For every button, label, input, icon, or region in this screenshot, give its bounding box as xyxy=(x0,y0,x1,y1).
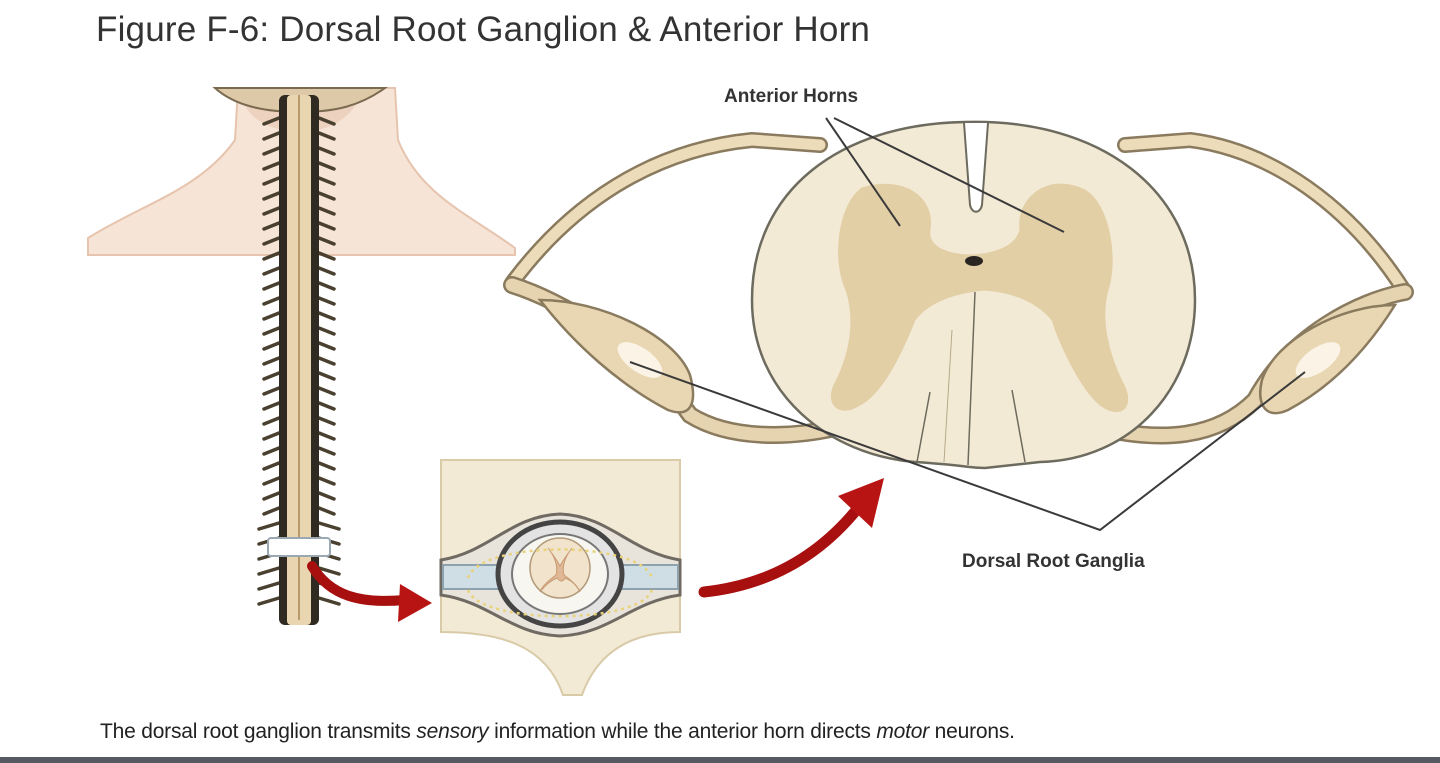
caption-text-3: neurons. xyxy=(929,720,1015,743)
spinal-nerve xyxy=(317,176,336,186)
spinal-nerve xyxy=(262,386,281,396)
spinal-nerve xyxy=(317,266,336,276)
spinal-nerve xyxy=(262,461,281,471)
spinal-nerve xyxy=(262,236,281,246)
spinal-nerve xyxy=(257,581,281,591)
spinal-nerve xyxy=(317,356,336,366)
spinal-nerve xyxy=(262,176,281,186)
spinal-nerve xyxy=(262,341,281,351)
spinal-nerve xyxy=(262,506,281,516)
anterior-horns-label: Anterior Horns xyxy=(724,86,859,107)
spinal-nerve xyxy=(257,566,281,576)
spinal-nerve xyxy=(317,401,336,411)
spinal-nerve xyxy=(317,596,341,606)
spinal-nerve xyxy=(317,221,336,231)
spinal-nerve xyxy=(317,461,336,471)
spinal-nerve xyxy=(262,401,281,411)
spinal-nerve xyxy=(257,521,281,531)
spinal-nerve xyxy=(262,296,281,306)
red-arrow-to-section xyxy=(698,478,884,598)
spinal-nerve xyxy=(262,476,281,486)
spinal-nerve xyxy=(317,431,336,441)
cross-section-inset xyxy=(439,459,682,696)
spinal-nerve xyxy=(317,191,336,201)
highlight-segment xyxy=(267,537,331,557)
spinal-nerve xyxy=(317,371,336,381)
spinal-nerve xyxy=(317,296,336,306)
dorsal-root-ganglia-label: Dorsal Root Ganglia xyxy=(962,551,1145,572)
spinal-nerve xyxy=(262,146,281,156)
caption-text-1: The dorsal root ganglion transmits xyxy=(100,720,417,743)
spinal-nerve xyxy=(262,251,281,261)
spinal-nerve xyxy=(317,116,336,126)
spinal-nerve xyxy=(317,491,336,501)
spinal-nerve xyxy=(262,356,281,366)
spinal-nerve xyxy=(262,416,281,426)
spinal-nerve xyxy=(317,446,336,456)
spinal-nerve xyxy=(317,566,341,576)
spinal-nerve xyxy=(317,386,336,396)
spinal-nerve xyxy=(262,191,281,201)
spinal-nerve xyxy=(262,281,281,291)
caption-motor: motor xyxy=(876,720,930,743)
spinal-cord-cross-section xyxy=(503,117,1414,532)
spinal-nerve xyxy=(317,161,336,171)
caption-sensory: sensory xyxy=(416,720,489,743)
gray-matter xyxy=(830,183,1129,413)
bottom-rule xyxy=(0,757,1440,763)
spinal-nerve xyxy=(262,161,281,171)
caption-text-2: information while the anterior horn dire… xyxy=(488,720,877,743)
spinal-nerve xyxy=(317,281,336,291)
spinal-nerve xyxy=(262,431,281,441)
spinal-nerve xyxy=(317,251,336,261)
spinal-nerve xyxy=(262,266,281,276)
spinal-nerve xyxy=(262,371,281,381)
spinal-nerve xyxy=(317,131,336,141)
neck-and-spine xyxy=(87,87,516,625)
spinal-nerve xyxy=(317,476,336,486)
spinal-nerve xyxy=(262,116,281,126)
spinal-nerve xyxy=(317,416,336,426)
spinal-nerve xyxy=(262,206,281,216)
spinal-nerve xyxy=(317,206,336,216)
spinal-nerve-pairs xyxy=(257,116,341,606)
leader-lines xyxy=(629,117,1306,532)
figure-caption: The dorsal root ganglion transmits senso… xyxy=(100,720,1015,744)
spinal-nerve xyxy=(317,146,336,156)
spinal-nerve xyxy=(262,446,281,456)
spinal-nerve xyxy=(262,221,281,231)
spinal-nerve xyxy=(262,311,281,321)
spinal-nerve xyxy=(317,521,341,531)
spinal-nerve xyxy=(262,491,281,501)
dorsal-root-ganglion-left xyxy=(537,298,695,414)
spinal-nerve xyxy=(262,131,281,141)
spinal-nerve xyxy=(317,341,336,351)
spinal-nerve xyxy=(317,311,336,321)
spinal-nerve xyxy=(317,506,336,516)
spinal-nerve xyxy=(262,326,281,336)
central-canal xyxy=(965,256,983,266)
figure-title: Figure F-6: Dorsal Root Ganglion & Anter… xyxy=(96,10,871,49)
red-arrow-to-inset xyxy=(307,561,432,622)
spinal-nerve xyxy=(317,236,336,246)
spinal-nerve xyxy=(317,326,336,336)
spinal-nerve xyxy=(257,596,281,606)
